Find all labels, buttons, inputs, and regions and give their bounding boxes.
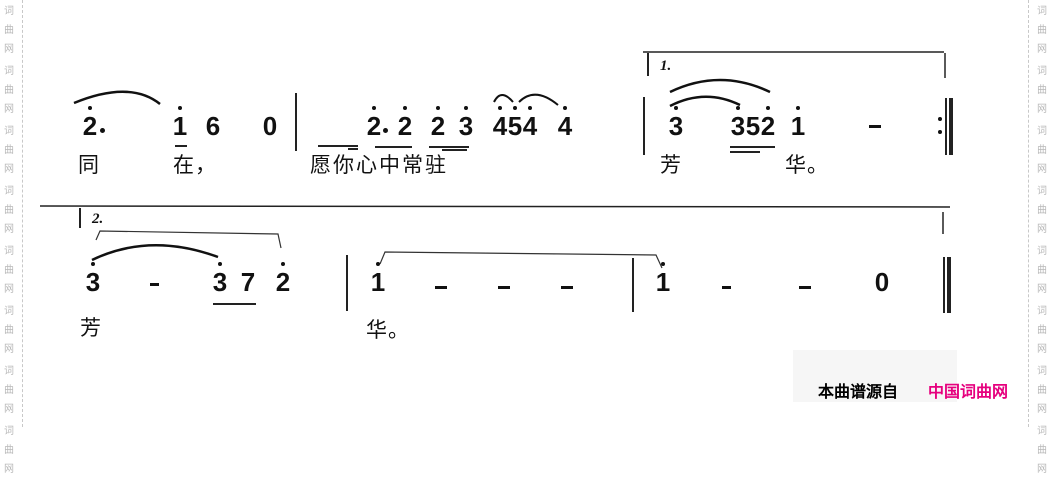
- note: 3: [458, 106, 474, 141]
- augmentation-dot: [383, 128, 388, 133]
- barline: [632, 258, 634, 312]
- watermark-text: 词曲网: [1037, 426, 1047, 475]
- note: 4: [557, 106, 573, 141]
- slur: [669, 78, 771, 94]
- watermark-text: 词曲网: [4, 426, 14, 475]
- underline: [429, 146, 469, 148]
- right-margin-line: [1028, 0, 1029, 427]
- underline: [213, 303, 256, 305]
- barline: [346, 255, 348, 311]
- extension-dash: [561, 286, 573, 289]
- note: 2: [430, 106, 446, 141]
- note: 3: [212, 262, 228, 297]
- left-margin-line: [22, 0, 23, 427]
- underline: [730, 151, 760, 153]
- watermark-text: 词曲网: [1037, 126, 1047, 175]
- extension-dash: [150, 283, 159, 286]
- repeat-dot: [938, 130, 942, 134]
- extension-dash: [869, 125, 881, 128]
- note: 4: [522, 106, 538, 141]
- score-lines: [39, 51, 951, 269]
- barline: [643, 97, 645, 155]
- note: 1: [172, 106, 188, 141]
- lyric: 芳: [80, 316, 102, 340]
- note: 0: [262, 111, 278, 141]
- bracket: [379, 251, 663, 269]
- note: 1: [655, 262, 671, 297]
- extension-dash: [435, 286, 447, 289]
- slur: [91, 244, 219, 262]
- watermark-text: 词曲网: [4, 246, 14, 295]
- repeat-barline: [945, 98, 947, 155]
- bracket: [95, 230, 282, 249]
- slur: [518, 93, 559, 106]
- note: 2: [82, 106, 98, 141]
- note: 2: [275, 262, 291, 297]
- note: 6: [205, 111, 221, 141]
- note: 1: [370, 262, 386, 297]
- extension-dash: [722, 286, 731, 289]
- watermark-text: 词曲网: [4, 186, 14, 235]
- lyric: 华。: [785, 153, 829, 177]
- watermark-text: 词曲网: [1037, 246, 1047, 295]
- source-box: [793, 350, 957, 402]
- extension-dash: [498, 286, 510, 289]
- underline: [730, 146, 775, 148]
- underline: [175, 145, 187, 147]
- watermark-text: 词曲网: [4, 366, 14, 415]
- note: 3: [730, 106, 746, 141]
- watermark-text: 词曲网: [1037, 186, 1047, 235]
- final-barline: [943, 257, 945, 313]
- volta-1-label: 1.: [660, 58, 672, 74]
- lyric: 华。: [366, 318, 410, 342]
- note: 7: [240, 267, 256, 297]
- lyric: 芳: [660, 153, 682, 177]
- note: 2: [760, 106, 776, 141]
- note: 5: [507, 106, 523, 141]
- note: 5: [745, 111, 761, 141]
- volta-2-bracket: [39, 205, 951, 208]
- extension-dash: [799, 286, 811, 289]
- lyric: 愿你心中常驻: [310, 153, 448, 177]
- watermark-text: 词曲网: [1037, 66, 1047, 115]
- note: 0: [874, 267, 890, 297]
- watermark-text: 词曲网: [4, 126, 14, 175]
- watermark-text: 词曲网: [1037, 306, 1047, 355]
- watermark-text: 词曲网: [4, 6, 14, 55]
- final-barline-thick: [947, 257, 951, 313]
- slur: [73, 90, 161, 105]
- watermark-text: 词曲网: [1037, 6, 1047, 55]
- watermark-text: 词曲网: [4, 306, 14, 355]
- repeat-barline-thick: [949, 98, 953, 155]
- underline: [442, 149, 467, 151]
- underline: [348, 148, 358, 150]
- underline: [375, 146, 412, 148]
- source-prefix: 本曲谱源自: [818, 382, 899, 401]
- slur: [669, 95, 741, 108]
- note: 4: [492, 106, 508, 141]
- repeat-dot: [938, 117, 942, 121]
- note: 1: [790, 106, 806, 141]
- lyric: 在，: [173, 153, 217, 177]
- note: 3: [668, 106, 684, 141]
- lyric: 同: [78, 153, 100, 177]
- watermark-text: 词曲网: [1037, 366, 1047, 415]
- volta-2-label: 2.: [92, 211, 104, 227]
- barline: [295, 93, 297, 151]
- augmentation-dot: [100, 128, 105, 133]
- underline: [318, 145, 358, 147]
- note: 2: [397, 106, 413, 141]
- note: 2: [366, 106, 382, 141]
- note: 3: [85, 262, 101, 297]
- source-site-link[interactable]: 中国词曲网: [928, 382, 1009, 401]
- watermark-text: 词曲网: [4, 66, 14, 115]
- slur: [493, 94, 514, 103]
